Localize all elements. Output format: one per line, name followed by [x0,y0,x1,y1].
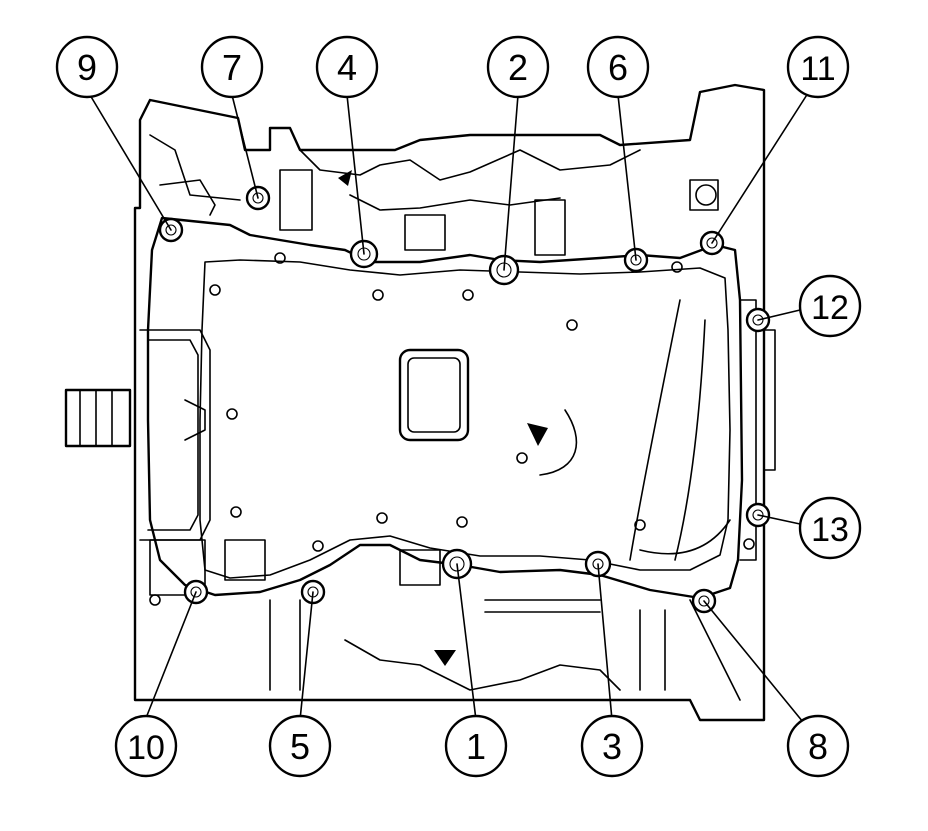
callout-6: 6 [586,35,650,99]
svg-text:4: 4 [337,47,357,88]
callout-10: 10 [114,714,178,778]
svg-text:8: 8 [808,726,828,767]
oil-pan-outline [64,83,776,722]
svg-text:1: 1 [466,726,486,767]
callout-8: 8 [786,714,850,778]
svg-text:2: 2 [508,47,528,88]
callout-2: 2 [486,35,550,99]
svg-text:7: 7 [222,47,242,88]
svg-text:10: 10 [127,729,165,767]
svg-text:3: 3 [602,726,622,767]
svg-text:6: 6 [608,47,628,88]
leader-lines [89,89,811,723]
callout-5: 5 [268,714,332,778]
callout-13: 13 [798,496,862,560]
svg-text:13: 13 [811,511,849,549]
callout-12: 12 [798,274,862,338]
svg-text:11: 11 [800,50,835,88]
callout-4: 4 [315,35,379,99]
callout-11: 11 [786,35,850,99]
callout-1: 1 [444,714,508,778]
svg-text:9: 9 [77,47,97,88]
callout-7: 7 [200,35,264,99]
svg-text:5: 5 [290,726,310,767]
callout-3: 3 [580,714,644,778]
callout-9: 9 [55,35,119,99]
svg-text:12: 12 [811,289,849,327]
